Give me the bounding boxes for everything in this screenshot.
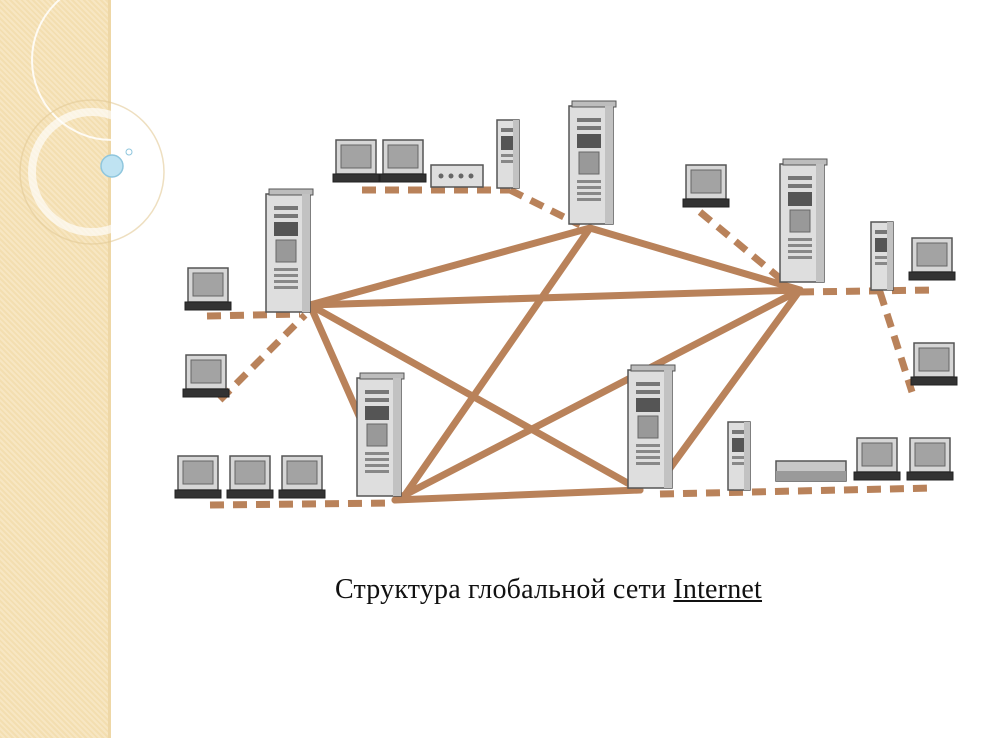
- diagram-caption: Структура глобальной сети Internet: [335, 574, 762, 606]
- backbone-links: [306, 224, 804, 504]
- caption-internet-link[interactable]: Internet: [673, 574, 763, 605]
- mini-server-right-icon: [870, 221, 894, 291]
- pc-icon: [910, 342, 958, 386]
- bubble-icon: [100, 154, 124, 178]
- link-bottomleft-lan: [209, 499, 393, 509]
- pc-icon: [182, 354, 230, 398]
- hub-bottom-icon: [775, 460, 847, 482]
- pc-icon: [278, 455, 326, 499]
- pc-icon: [379, 139, 427, 183]
- pc-icon: [174, 455, 222, 499]
- pc-icon: [226, 455, 274, 499]
- server-bottom-right-icon: [627, 364, 676, 489]
- pc-icon: [332, 139, 380, 183]
- pc-icon: [682, 164, 730, 208]
- link-top-right: [586, 224, 804, 294]
- link-top-bottomleft: [401, 224, 594, 499]
- link-right-lan: [799, 286, 936, 296]
- link-top-lan-uplink: [508, 186, 582, 229]
- pc-icon: [853, 437, 901, 481]
- link-bottomright-lan: [659, 484, 936, 498]
- link-left-top: [306, 224, 594, 309]
- server-left-icon: [265, 188, 314, 313]
- link-left-right: [306, 286, 804, 309]
- mini-server-bottom-icon: [727, 421, 751, 491]
- link-left-pc1: [206, 310, 301, 320]
- link-right-pc2: [876, 290, 916, 394]
- pc-icon: [908, 237, 956, 281]
- link-right-pc: [697, 209, 785, 283]
- local-links: [206, 186, 936, 509]
- server-right-icon: [779, 158, 828, 283]
- small-bubble-icon: [125, 148, 133, 156]
- pc-icon: [184, 267, 232, 311]
- link-bottomleft-bottomright: [391, 486, 644, 504]
- link-left-bottomleft: [306, 301, 364, 422]
- link-right-bottomright: [661, 286, 804, 479]
- link-right-bottomleft: [391, 286, 804, 504]
- mini-server-top-icon: [496, 119, 520, 189]
- hub-top-icon: [430, 164, 484, 188]
- link-left-pc2: [217, 312, 308, 403]
- server-top-icon: [568, 100, 617, 225]
- server-bottom-left-icon: [356, 372, 405, 497]
- pc-icon: [906, 437, 954, 481]
- side-panel-edge: [108, 0, 111, 738]
- caption-text: Структура глобальной сети: [335, 574, 674, 605]
